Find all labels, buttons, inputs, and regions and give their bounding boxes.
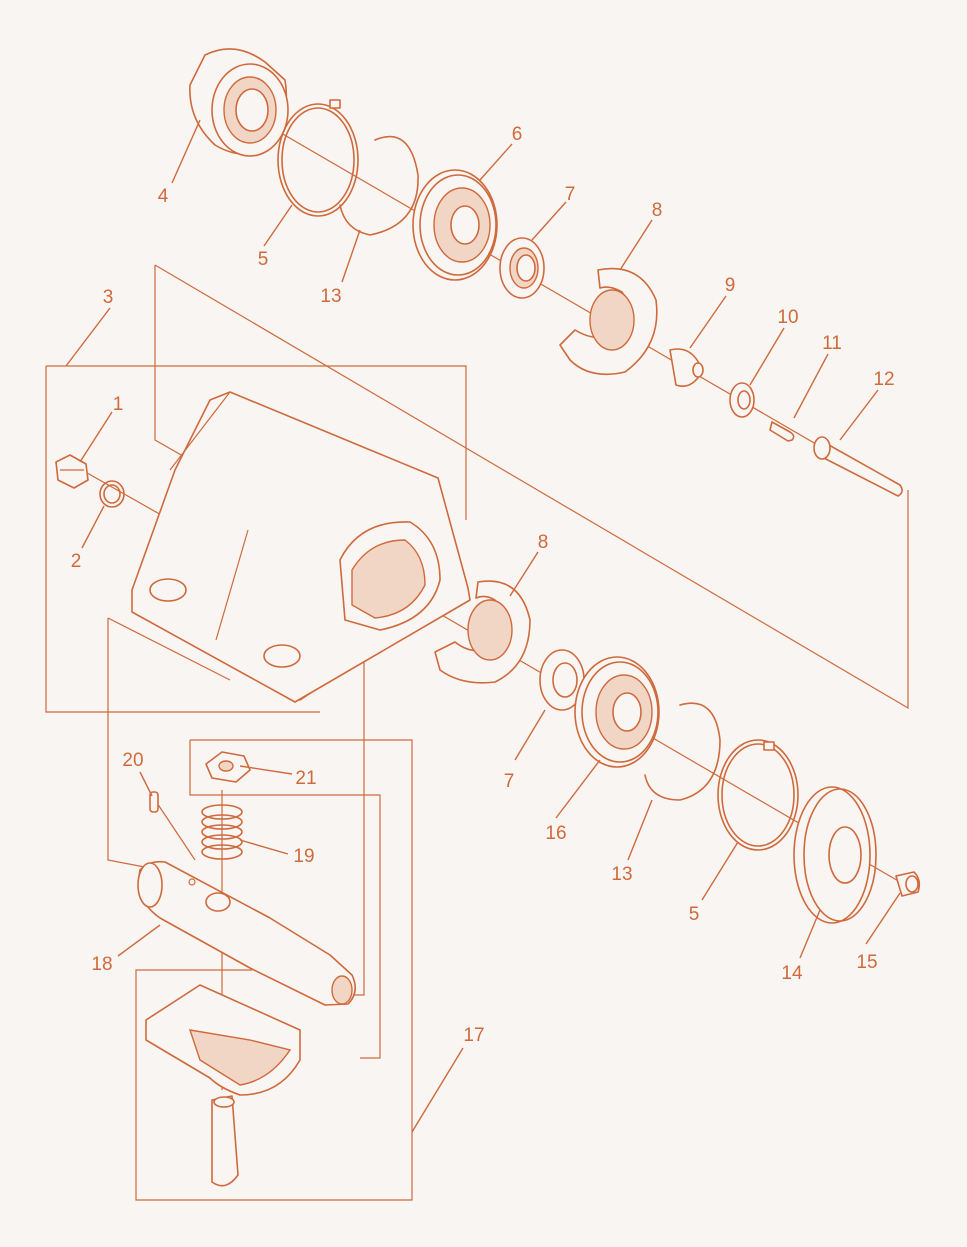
part-17-pivot-pin (211, 1095, 239, 1187)
callout-21: 21 (295, 768, 316, 789)
part-21-nut (205, 751, 251, 783)
callout-15: 15 (856, 952, 877, 973)
callout-19: 19 (293, 846, 314, 867)
callout-20: 20 (122, 750, 143, 771)
callout-12: 12 (873, 369, 894, 390)
part-13-snap-ring-lower (644, 702, 721, 801)
part-3-housing (131, 391, 471, 703)
callout-9: 9 (725, 275, 736, 296)
part-18-main-shaft (137, 860, 356, 1006)
part-9-cone (669, 348, 704, 388)
part-13-snap-ring-top (339, 135, 419, 236)
part-5-retaining-ring-lower (717, 739, 799, 851)
part-14-cover-plate (793, 786, 877, 924)
assembly-frame-3 (45, 365, 467, 713)
callout-10: 10 (777, 307, 798, 328)
part-8-split-collar-top (559, 267, 658, 376)
callout-5-lower: 5 (689, 904, 700, 925)
part-8-split-collar-lower (434, 580, 531, 684)
callout-6: 6 (512, 124, 523, 145)
part-12-shaft (813, 436, 903, 497)
part-11-spring-pin (769, 421, 795, 442)
part-1-plug (55, 454, 89, 489)
callout-16: 16 (545, 823, 566, 844)
part-5-retaining-ring-top (277, 99, 359, 217)
callout-13-lower: 13 (611, 864, 632, 885)
callout-13-top: 13 (320, 286, 341, 307)
callout-8-top: 8 (652, 200, 663, 221)
part-16-bearing (574, 656, 660, 768)
callout-11: 11 (822, 333, 842, 354)
part-6-bearing (412, 169, 498, 281)
leader-lines (65, 119, 901, 1133)
callout-14: 14 (781, 963, 803, 984)
part-19-spring (201, 804, 243, 860)
part-4-bearing (189, 48, 289, 157)
assembly-frame-17 (135, 739, 413, 1201)
callout-18: 18 (91, 954, 112, 975)
callout-7-lower: 7 (504, 771, 515, 792)
callout-4: 4 (158, 186, 169, 207)
part-2-o-ring (99, 480, 125, 508)
callout-5-top: 5 (258, 249, 269, 270)
callout-1: 1 (113, 394, 124, 415)
part-10-washer (729, 382, 755, 418)
callout-7-top: 7 (565, 184, 576, 205)
part-20-pin (149, 791, 159, 813)
part-15-cap-screw (895, 871, 921, 897)
callout-17: 17 (463, 1025, 484, 1046)
callout-8-lower: 8 (538, 532, 549, 553)
callout-3: 3 (103, 287, 114, 308)
part-7-washer-top (499, 237, 545, 299)
callout-labels: 1 2 3 4 5 5 6 7 7 8 8 9 10 11 12 13 13 1… (71, 124, 895, 1046)
part-17-yoke (145, 984, 301, 1096)
callout-2: 2 (71, 551, 82, 572)
part-7-washer-lower (539, 649, 585, 711)
